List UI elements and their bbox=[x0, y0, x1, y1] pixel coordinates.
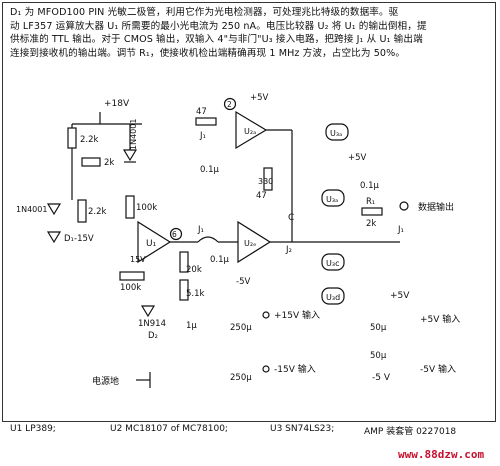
description-line: 动 LF357 运算放大器 U₁ 所需要的最小光电流为 250 nA。电压比较器… bbox=[10, 20, 427, 32]
label-d2: D₂ bbox=[148, 331, 158, 341]
label-1u: 1μ bbox=[186, 321, 197, 331]
zener-diode-1n4001 bbox=[122, 149, 138, 162]
label-plus5v-c: +5V bbox=[390, 291, 410, 301]
footer-u1: U1 LP389; bbox=[10, 424, 56, 434]
label-u1: U₁ bbox=[146, 239, 157, 249]
watermark: www.88dzw.com bbox=[398, 448, 485, 461]
label-r47: 47 bbox=[196, 107, 207, 117]
label-j1-out: J₁ bbox=[397, 225, 404, 235]
label-r22k: 2.2k bbox=[80, 135, 99, 145]
label-d1: D₁ bbox=[64, 234, 74, 244]
nand-gate-u3b bbox=[321, 189, 345, 207]
label-r2k-b: 2k bbox=[366, 219, 376, 229]
label-plus5v: +5V bbox=[250, 93, 269, 103]
resistor-20k bbox=[179, 251, 189, 273]
label-c01: 0.1μ bbox=[200, 165, 220, 175]
resistor-2k bbox=[81, 157, 101, 167]
label-1n914: 1N914 bbox=[138, 319, 166, 329]
label-j1: J₁ bbox=[197, 225, 204, 235]
description-line: 连接到接收机的输出端。调节 R₁，使接收机检出端精确再现 1 MHz 方波，占空… bbox=[10, 47, 406, 59]
nand-gate-u3c bbox=[321, 253, 345, 271]
resistor-5.1k bbox=[179, 279, 189, 301]
nand-gate-u3a bbox=[325, 123, 349, 141]
label-in-plus5: +5V 输入 bbox=[420, 313, 460, 325]
comparator-u2a bbox=[235, 110, 268, 150]
label-r1: R₁ bbox=[366, 197, 375, 207]
resistor-100k-b bbox=[119, 271, 145, 281]
label-in-minus15: -15V 输入 bbox=[274, 363, 316, 375]
opamp-u1 bbox=[137, 220, 172, 264]
label-minus5v-b: -5 V bbox=[372, 373, 391, 383]
label-power-ground: 电源地 bbox=[92, 375, 119, 387]
pin-badge bbox=[169, 227, 183, 241]
description-line: 供标准的 TTL 输出。对于 CMOS 输出，双输入 4"与非门"U₃ 接入电路… bbox=[10, 34, 423, 45]
label-plus5v-b: +5V bbox=[348, 153, 367, 163]
footer-parts-list: U1 LP389; U2 MC18107 of MC78100; U3 SN74… bbox=[0, 424, 500, 444]
resistor-47 bbox=[195, 117, 217, 126]
label-u2b: U₂ₑ bbox=[244, 239, 256, 248]
label-data-output: 数据输出 bbox=[418, 201, 454, 213]
footer-u3: U3 SN74LS23; bbox=[270, 424, 335, 434]
output-terminal bbox=[399, 201, 409, 211]
pin-badge bbox=[223, 97, 237, 111]
label-u3b: U₃ₐ bbox=[326, 195, 338, 204]
photodiode-d1 bbox=[46, 231, 62, 244]
label-1n4001-b: 1N4001 bbox=[16, 205, 47, 214]
jumper-j1 bbox=[197, 236, 219, 243]
nand-gate-u3d bbox=[321, 287, 345, 305]
label-1n4001: 1N4001 bbox=[129, 119, 138, 150]
label-u3a: U₃ₐ bbox=[330, 129, 342, 138]
input-terminal bbox=[262, 311, 270, 319]
zener-diode-1n4001-b bbox=[46, 203, 62, 216]
label-plus18v: +18V bbox=[104, 99, 130, 109]
label-15v: 15V bbox=[130, 255, 146, 264]
input-terminal bbox=[262, 365, 270, 373]
pin-number: 2 bbox=[227, 100, 232, 109]
label-r2k: 2k bbox=[104, 158, 114, 168]
label-r100k-b: 100k bbox=[120, 283, 141, 293]
resistor-2.2k-b bbox=[77, 199, 87, 223]
label-r100k: 100k bbox=[136, 203, 157, 213]
label-250u: 250μ bbox=[230, 323, 252, 333]
label-r51k: 5.1k bbox=[186, 289, 205, 299]
label-u3c: U₃c bbox=[326, 259, 339, 268]
resistor-100k bbox=[125, 195, 135, 219]
label-250u-b: 250μ bbox=[230, 373, 252, 383]
label-minus5v: -5V bbox=[236, 277, 250, 287]
diode-d2 bbox=[140, 305, 156, 318]
description-text: D₁ 为 MFOD100 PIN 光敏二极管，利用它作为光电检测器，可处理兆比特… bbox=[10, 6, 492, 60]
label-j2: J₂ bbox=[285, 245, 292, 255]
label-50u-b: 50μ bbox=[370, 351, 387, 361]
label-r47-b: 47 bbox=[256, 191, 267, 201]
label-50u: 50μ bbox=[370, 323, 387, 333]
footer-amp: AMP 装套管 0227018 bbox=[364, 427, 457, 437]
label-minus15v: -15V bbox=[74, 234, 94, 244]
footer-u2: U2 MC18107 of MC78100; bbox=[110, 424, 228, 434]
label-j-upper: J₁ bbox=[199, 131, 206, 141]
label-u2a: U₂ₐ bbox=[244, 127, 256, 136]
label-c01-c: 0.1μ bbox=[360, 181, 380, 191]
label-in-plus15: +15V 输入 bbox=[274, 309, 320, 321]
label-c01-b: 0.1μ bbox=[210, 255, 230, 265]
pin-number: 6 bbox=[172, 230, 177, 239]
label-r22k-b: 2.2k bbox=[88, 207, 107, 217]
label-u3d: U₃d bbox=[326, 293, 340, 302]
label-r330: 330 bbox=[258, 177, 273, 186]
label-r20k: 20k bbox=[186, 265, 202, 275]
description-line: D₁ 为 MFOD100 PIN 光敏二极管，利用它作为光电检测器，可处理兆比特… bbox=[10, 7, 399, 18]
resistor-r1 bbox=[361, 207, 383, 216]
label-c: C bbox=[288, 213, 294, 223]
figure-frame bbox=[2, 2, 496, 422]
resistor-330 bbox=[263, 167, 273, 191]
resistor-2.2k bbox=[67, 127, 77, 149]
label-in-minus5: -5V 输入 bbox=[420, 363, 456, 375]
